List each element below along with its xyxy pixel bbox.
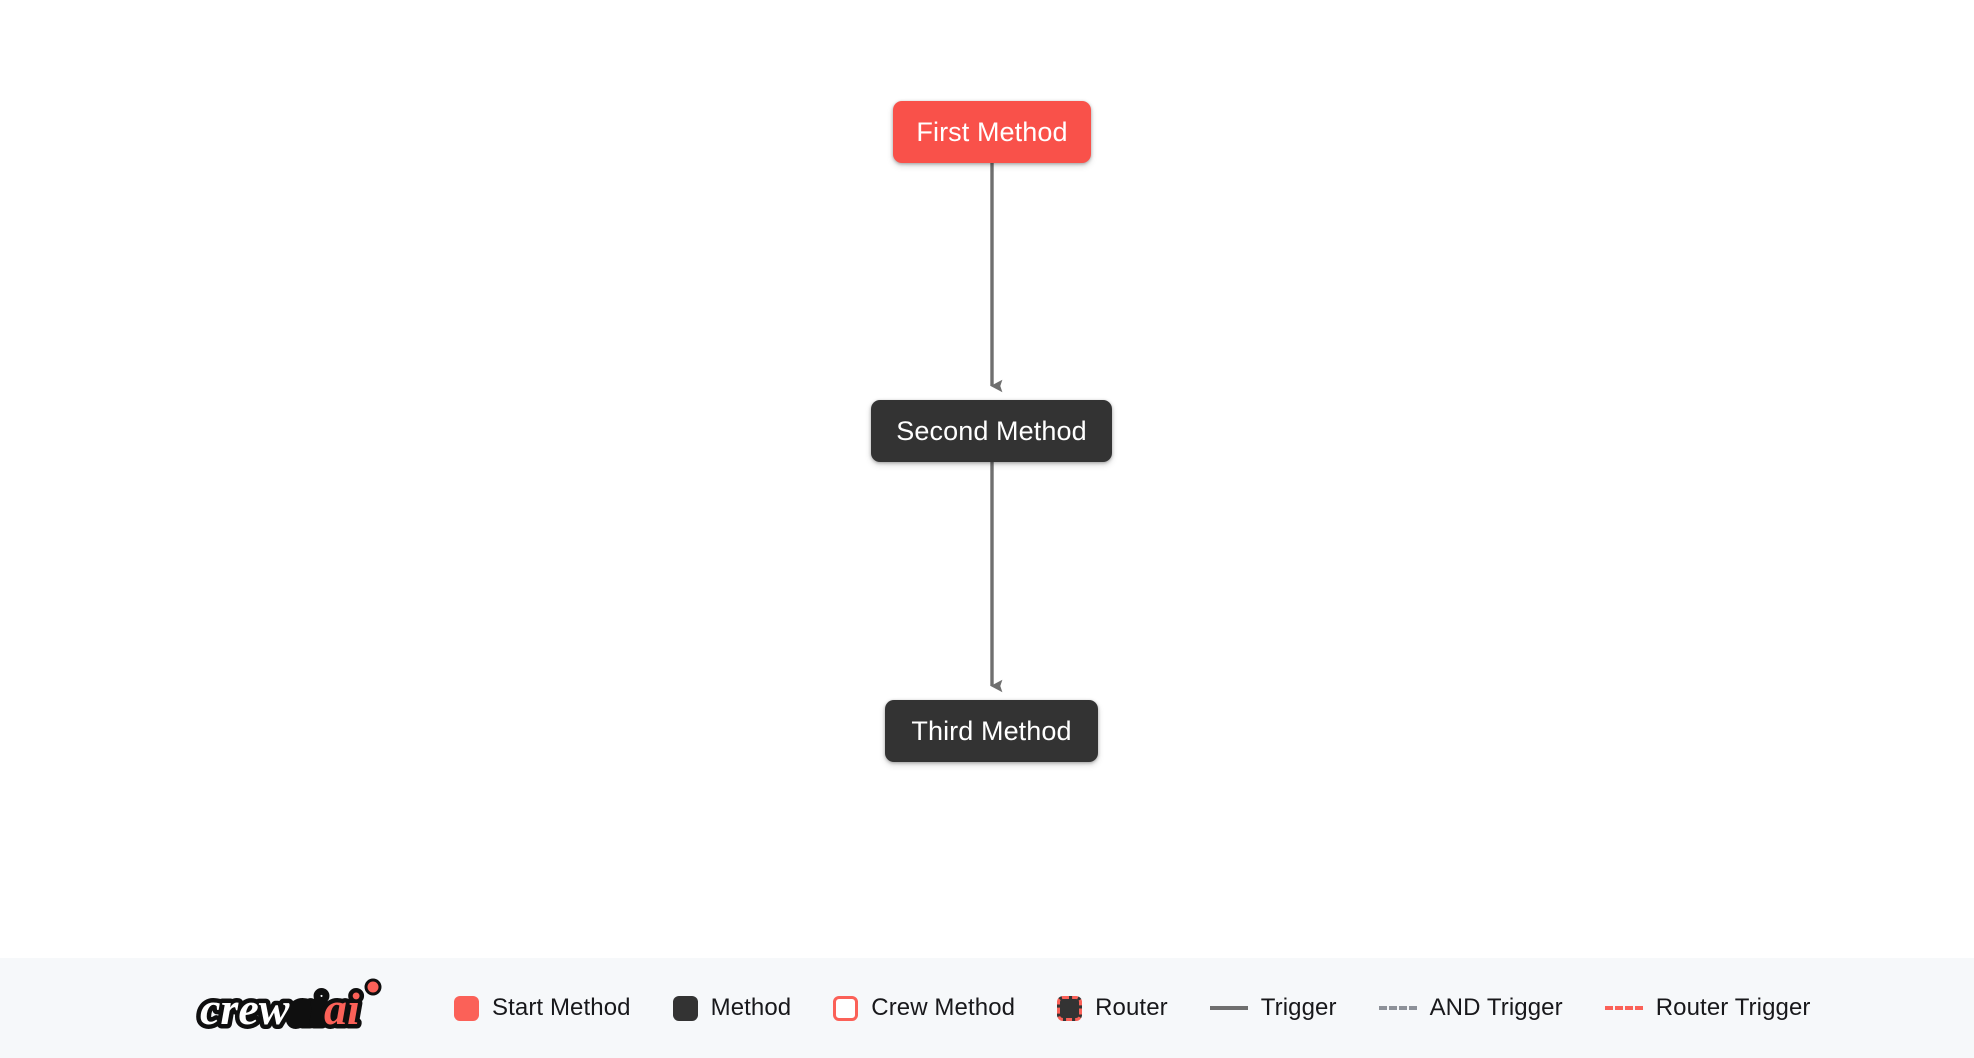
legend-bar: crewai crew ai ai Start Method Method Cr… [0, 958, 1974, 1058]
flow-node-label: First Method [916, 116, 1068, 147]
legend-item-label: Router [1095, 994, 1168, 1021]
legend-item-label: Trigger [1260, 994, 1337, 1021]
legend-item-router-trigger: Router Trigger [1604, 994, 1811, 1021]
router-trigger-line-icon [1604, 1006, 1643, 1010]
flow-node-first-method[interactable]: First Method [893, 101, 1091, 163]
crew-method-swatch-icon [833, 995, 859, 1021]
flow-node-third-method[interactable]: Third Method [885, 700, 1098, 762]
crewai-logo-crew: crew [200, 983, 290, 1034]
flow-node-label: Third Method [911, 715, 1072, 746]
crewai-logo-ai-outline: ai [324, 983, 360, 1034]
flow-canvas[interactable]: First Method Second Method Third Method [0, 0, 1974, 958]
legend-item-method: Method [672, 994, 792, 1021]
legend-item-label: AND Trigger [1429, 994, 1563, 1021]
crewai-logo: crewai crew ai ai [196, 978, 382, 1039]
router-swatch-icon [1057, 995, 1083, 1021]
start-method-swatch-icon [454, 995, 479, 1021]
legend-item-label: Router Trigger [1655, 994, 1811, 1021]
legend-item-label: Crew Method [871, 994, 1016, 1021]
crewai-logo-ai: ai [324, 983, 360, 1034]
legend-item-router: Router [1057, 994, 1168, 1021]
legend-item-and-trigger: AND Trigger [1378, 994, 1563, 1021]
legend-item-label: Method [710, 994, 792, 1021]
legend-item-trigger: Trigger [1209, 994, 1337, 1021]
flow-node-second-method[interactable]: Second Method [871, 400, 1112, 462]
method-swatch-icon [672, 995, 698, 1021]
and-trigger-line-icon [1378, 1006, 1417, 1010]
legend-item-crew-method: Crew Method [833, 994, 1016, 1021]
flow-node-label: Second Method [896, 415, 1087, 446]
trigger-line-icon [1209, 1006, 1248, 1010]
crewai-logo-dot [367, 981, 379, 993]
legend-item-label: Start Method [492, 994, 631, 1021]
legend-item-start-method: Start Method [454, 994, 631, 1021]
crewai-logo-outline: crewai [200, 983, 325, 1034]
